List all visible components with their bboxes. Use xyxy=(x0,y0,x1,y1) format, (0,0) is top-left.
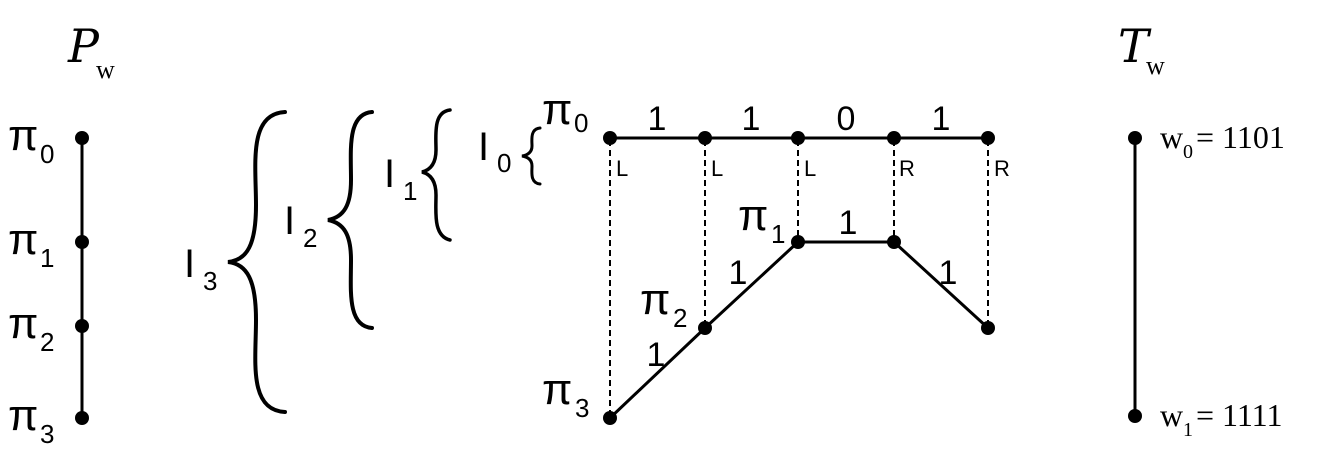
top-edge-label-3: 1 xyxy=(932,100,951,138)
interval-sub-i1: 1 xyxy=(403,176,417,206)
interval-label-i2: I xyxy=(284,199,295,243)
tree-sub-pi0: 0 xyxy=(574,108,588,138)
top-edge-label-2: 0 xyxy=(837,100,856,138)
direction-label-3: R xyxy=(899,156,915,181)
tree-node-pi1 xyxy=(791,235,805,249)
left-node-label-pi1: π xyxy=(8,215,38,264)
left-node-label-pi2: π xyxy=(8,299,38,348)
left-node-pi3 xyxy=(75,411,89,425)
interval-label-i1: I xyxy=(384,152,395,196)
tree-sub-pi1: 1 xyxy=(771,219,785,249)
interval-sub-i3: 3 xyxy=(203,266,217,296)
brace-i3 xyxy=(227,110,287,414)
tree-node-top-3 xyxy=(887,131,901,145)
tree-node-top-0 xyxy=(603,131,617,145)
left-node-pi2 xyxy=(75,319,89,333)
interval-braces: I 3 I 2 I 1 I 0 xyxy=(184,108,542,414)
direction-label-2: L xyxy=(804,156,816,181)
direction-label-1: L xyxy=(711,156,723,181)
brace-i0 xyxy=(521,126,542,186)
left-node-sub-pi0: 0 xyxy=(40,139,54,169)
brace-i1 xyxy=(421,108,452,242)
left-node-sub-pi1: 1 xyxy=(40,243,54,273)
top-edge-label-1: 1 xyxy=(742,100,761,138)
left-node-sub-pi2: 2 xyxy=(40,327,54,357)
left-panel: P w π 0 π 1 π 2 π 3 xyxy=(8,19,115,449)
left-node-sub-pi3: 3 xyxy=(40,419,54,449)
word-sub-w1: 1 xyxy=(1183,419,1193,441)
tree-node-pi3 xyxy=(603,411,617,425)
tree-sub-pi2: 2 xyxy=(673,303,687,333)
tree-node-top-1 xyxy=(698,131,712,145)
tree-node-end xyxy=(981,321,995,335)
top-edge-label-0: 1 xyxy=(648,100,667,138)
tree-label-pi0: π xyxy=(542,85,572,134)
right-node-w0 xyxy=(1128,131,1142,145)
tree-sub-pi3: 3 xyxy=(575,393,589,423)
left-panel-title-sub: w xyxy=(96,55,115,84)
tree-node-pi2 xyxy=(698,321,712,335)
tree-label-pi2: π xyxy=(640,275,670,324)
lower-edge-label-mid-end: 1 xyxy=(939,254,958,292)
word-sub-w0: 0 xyxy=(1183,141,1193,163)
right-panel-title: T xyxy=(1118,19,1152,73)
interval-label-i0: I xyxy=(478,125,489,169)
direction-label-0: L xyxy=(616,156,628,181)
interval-sub-i0: 0 xyxy=(497,148,511,178)
tree-node-top-2 xyxy=(791,131,805,145)
tree-node-mid xyxy=(887,235,901,249)
brace-i2 xyxy=(327,110,374,330)
left-node-pi1 xyxy=(75,235,89,249)
interval-sub-i2: 2 xyxy=(303,223,317,253)
word-label-w0: w xyxy=(1160,119,1183,155)
word-value-w1: = 1111 xyxy=(1196,397,1282,433)
tree-label-pi1: π xyxy=(738,191,768,240)
lower-edge-label-pi3-pi2: 1 xyxy=(647,336,666,374)
right-node-w1 xyxy=(1128,409,1142,423)
left-panel-title: P xyxy=(67,19,100,73)
right-panel-title-sub: w xyxy=(1146,51,1165,80)
prefix-tree: π 0 π 1 π 2 π 3 1 1 0 1 L L L R R 1 1 1 … xyxy=(542,85,1010,425)
right-panel: T w w 0 = 1101 w 1 = 1111 xyxy=(1118,19,1285,441)
lower-edge-label-pi2-pi1: 1 xyxy=(729,254,748,292)
left-node-pi0 xyxy=(75,131,89,145)
direction-label-4: R xyxy=(994,156,1010,181)
lower-edge-label-pi1-mid: 1 xyxy=(839,204,858,242)
left-node-label-pi3: π xyxy=(8,391,38,440)
word-label-w1: w xyxy=(1160,397,1183,433)
word-value-w0: = 1101 xyxy=(1196,119,1285,155)
left-node-label-pi0: π xyxy=(8,111,38,160)
tree-node-top-4 xyxy=(981,131,995,145)
tree-label-pi3: π xyxy=(542,365,572,414)
lower-path xyxy=(608,240,990,420)
interval-label-i3: I xyxy=(184,242,195,286)
